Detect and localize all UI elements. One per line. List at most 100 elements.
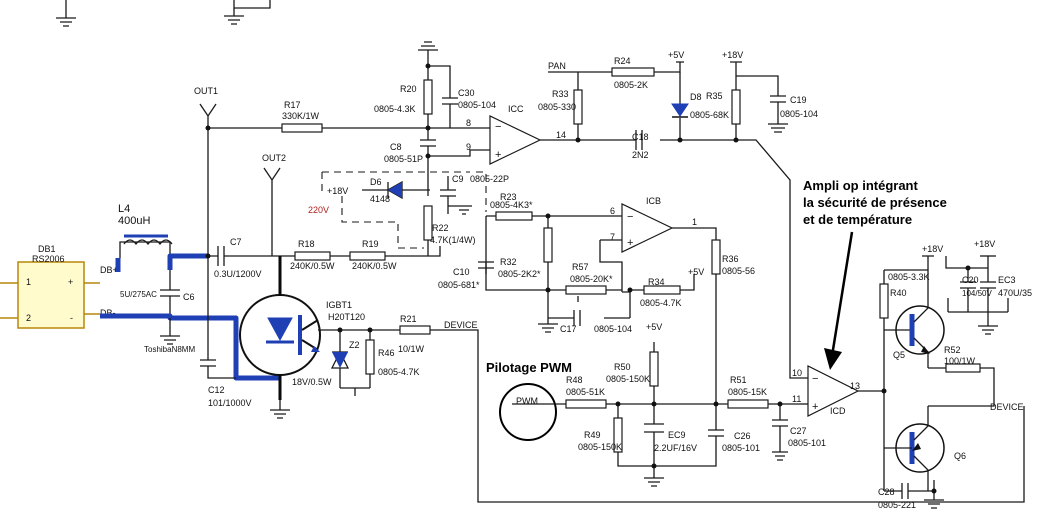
r21-name: R21 [400,314,417,324]
c19-name: C19 [790,95,807,105]
r50-value: 0805-150K [606,374,650,384]
push-pull-output [879,255,1009,509]
icc-minus: − [495,121,501,133]
r22-name: R22 [432,223,449,233]
pwm-label: PWM [516,396,538,406]
v5-icb-label: +5V [688,267,704,277]
r17-name: R17 [284,100,301,110]
r49-name: R49 [584,430,601,440]
r19-value: 240K/0.5W [352,261,397,271]
dashed-protection-block [321,171,487,249]
c27-value: 0805-101 [788,438,826,448]
c27-name: C27 [790,426,807,436]
r21-value: 10/1W [398,344,425,354]
annotation-arrow [824,231,854,370]
r18-resistor [294,251,331,261]
v18-q5-label: +18V [922,244,943,254]
c28-name: C28 [878,487,895,497]
r34-name: R34 [648,277,665,287]
c17-name: C17 [560,324,577,334]
r51-name: R51 [730,375,747,385]
c12-value: 101/1000V [208,398,252,408]
z2-value: 18V/0.5W [292,377,332,387]
r17-value: 330K/1W [282,111,320,121]
out2-terminal [263,167,281,256]
out1-terminal [199,103,428,133]
c6-name: C6 [183,292,195,302]
icd-op-amp [807,365,884,417]
d6-name: D6 [370,177,382,187]
v5-top-label: +5V [668,50,684,60]
r57-value: 0805-20K* [570,274,613,284]
icd-minus: − [812,373,818,385]
annotation-line2: la sécurité de présence [803,195,947,210]
icb-pin1: 1 [692,217,697,227]
c8-value: 0805-51P [384,154,423,164]
r52-value: 100/1W [944,356,976,366]
r23-value: 0805-4K3* [490,200,533,210]
icd-pin13: 13 [850,381,860,391]
icb-pin6: 6 [610,206,615,216]
l4-name: L4 [118,203,130,215]
d8-name: D8 [690,92,702,102]
c20-name: C20 [962,275,979,285]
z2-name: Z2 [349,340,360,350]
icc-feedback-network [418,41,490,256]
r51-value: 0805-15K [728,387,767,397]
icd-label: ICD [830,406,846,416]
r48-value: 0805-51K [566,387,605,397]
icc-pin14: 14 [556,130,566,140]
out1-label: OUT1 [194,86,218,96]
r46-name: R46 [378,348,395,358]
pan-label: PAN [548,61,566,71]
c26-value: 0805-101 [722,443,760,453]
r40-name: R40 [890,288,907,298]
icd-pin10: 10 [792,368,802,378]
icb-op-amp-section [478,203,721,406]
annotation-line1: Ampli op intégrant [803,178,919,193]
c17-value: 0805-104 [594,324,632,334]
icb-minus: − [627,211,633,223]
c6-value: 5U/275AC [120,290,157,299]
icc-label: ICC [508,104,524,114]
r22-value: 4.7K(1/4W) [430,235,476,245]
r18-value: 240K/0.5W [290,261,335,271]
main-power-rail [200,128,441,379]
l4-inductor [115,234,208,272]
gate-drive-network [318,325,1025,503]
igbt1-transistor [239,256,321,419]
r33-value: 0805-330 [538,102,576,112]
r24-name: R24 [614,56,631,66]
db1-pin2: 2 [26,313,31,323]
v18-ec3-label: +18V [974,239,995,249]
r20-value: 0805-4.3K [374,104,416,114]
c8-name: C8 [390,142,402,152]
c7-name: C7 [230,237,242,247]
db-minus-label: DB- [100,308,116,318]
r40-value: 0805-3.3K [888,272,930,282]
v18-top-label: +18V [722,50,743,60]
r24-value: 0805-2K [614,80,648,90]
db1-part: RS2006 [32,254,65,264]
r35-name: R35 [706,91,723,101]
r33-name: R33 [552,89,569,99]
ec9-value: 2.2UF/16V [654,443,697,453]
pan-input-network [548,61,788,140]
ec9-name: EC9 [668,430,686,440]
c10-name: C10 [453,267,470,277]
icb-pin7: 7 [610,232,615,242]
db1-plus: + [68,277,73,287]
annotation-line3: et de température [803,212,912,227]
db-plus-label: DB+ [100,265,118,275]
igbt1-part: H20T120 [328,312,365,322]
q6-label: Q6 [954,451,966,461]
r48-name: R48 [566,375,583,385]
c18-value: 2N2 [632,150,649,160]
r18-name: R18 [298,239,315,249]
r46-value: 0805-4.7K [378,367,420,377]
c19-value: 0805-104 [780,109,818,119]
cropped-ground-symbols [56,0,271,27]
db1-minus: - [70,313,73,323]
d6-value: 4148 [370,194,390,204]
r36-name: R36 [722,254,739,264]
